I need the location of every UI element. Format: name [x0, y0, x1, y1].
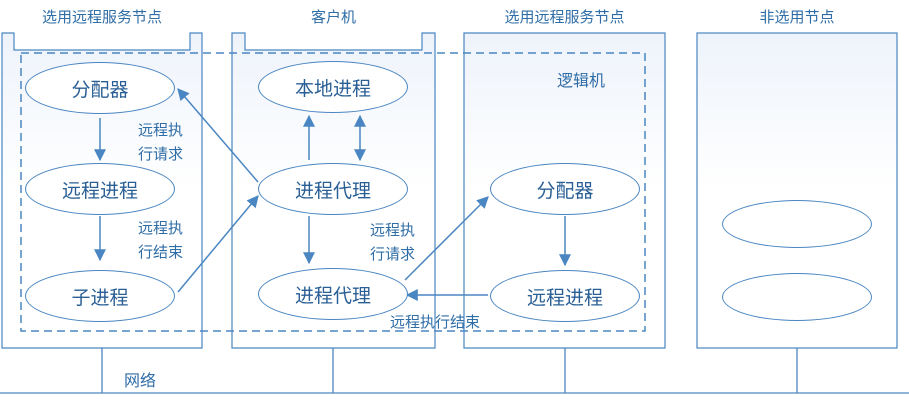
empty-ellipse-2: [722, 273, 872, 321]
edge-label-request-mid-2: 行请求: [370, 245, 416, 263]
logic-machine-boundary: [20, 52, 646, 332]
node-title-left: 选用远程服务节点: [41, 8, 162, 26]
proxy-top: 进程代理: [258, 163, 408, 215]
arrow-child-to-proxy: [177, 195, 259, 293]
network-label: 网络: [124, 371, 157, 390]
network-bus: [0, 348, 909, 394]
arrow-proxy-to-dispatcher-left: [177, 88, 259, 183]
edge-label-end-left-2: 行结束: [138, 243, 184, 261]
remote-process-right: 远程进程: [490, 270, 640, 322]
edge-label-end-bottom: 远程执行结束: [390, 313, 481, 331]
edge-label-end-left-1: 远程执: [138, 219, 184, 237]
local-process: 本地进程: [258, 61, 408, 113]
arrow-proxy-to-dispatcher-right: [404, 196, 489, 281]
child-process: 子进程: [25, 270, 175, 322]
node-title-right: 选用远程服务节点: [504, 8, 625, 26]
empty-ellipse-1: [722, 200, 872, 248]
edge-label-request-mid-1: 远程执: [370, 221, 416, 239]
edge-label-request-left-2: 行请求: [138, 145, 184, 163]
dispatcher-right: 分配器: [490, 163, 640, 215]
edge-label-request-left-1: 远程执: [138, 121, 184, 139]
logic-machine-label: 逻辑机: [557, 71, 606, 90]
dispatcher-left: 分配器: [25, 62, 175, 114]
remote-process-left: 远程进程: [25, 163, 175, 215]
proxy-bottom: 进程代理: [258, 268, 408, 320]
node-title-far: 非选用节点: [759, 8, 835, 26]
node-title-client: 客户机: [310, 8, 356, 26]
